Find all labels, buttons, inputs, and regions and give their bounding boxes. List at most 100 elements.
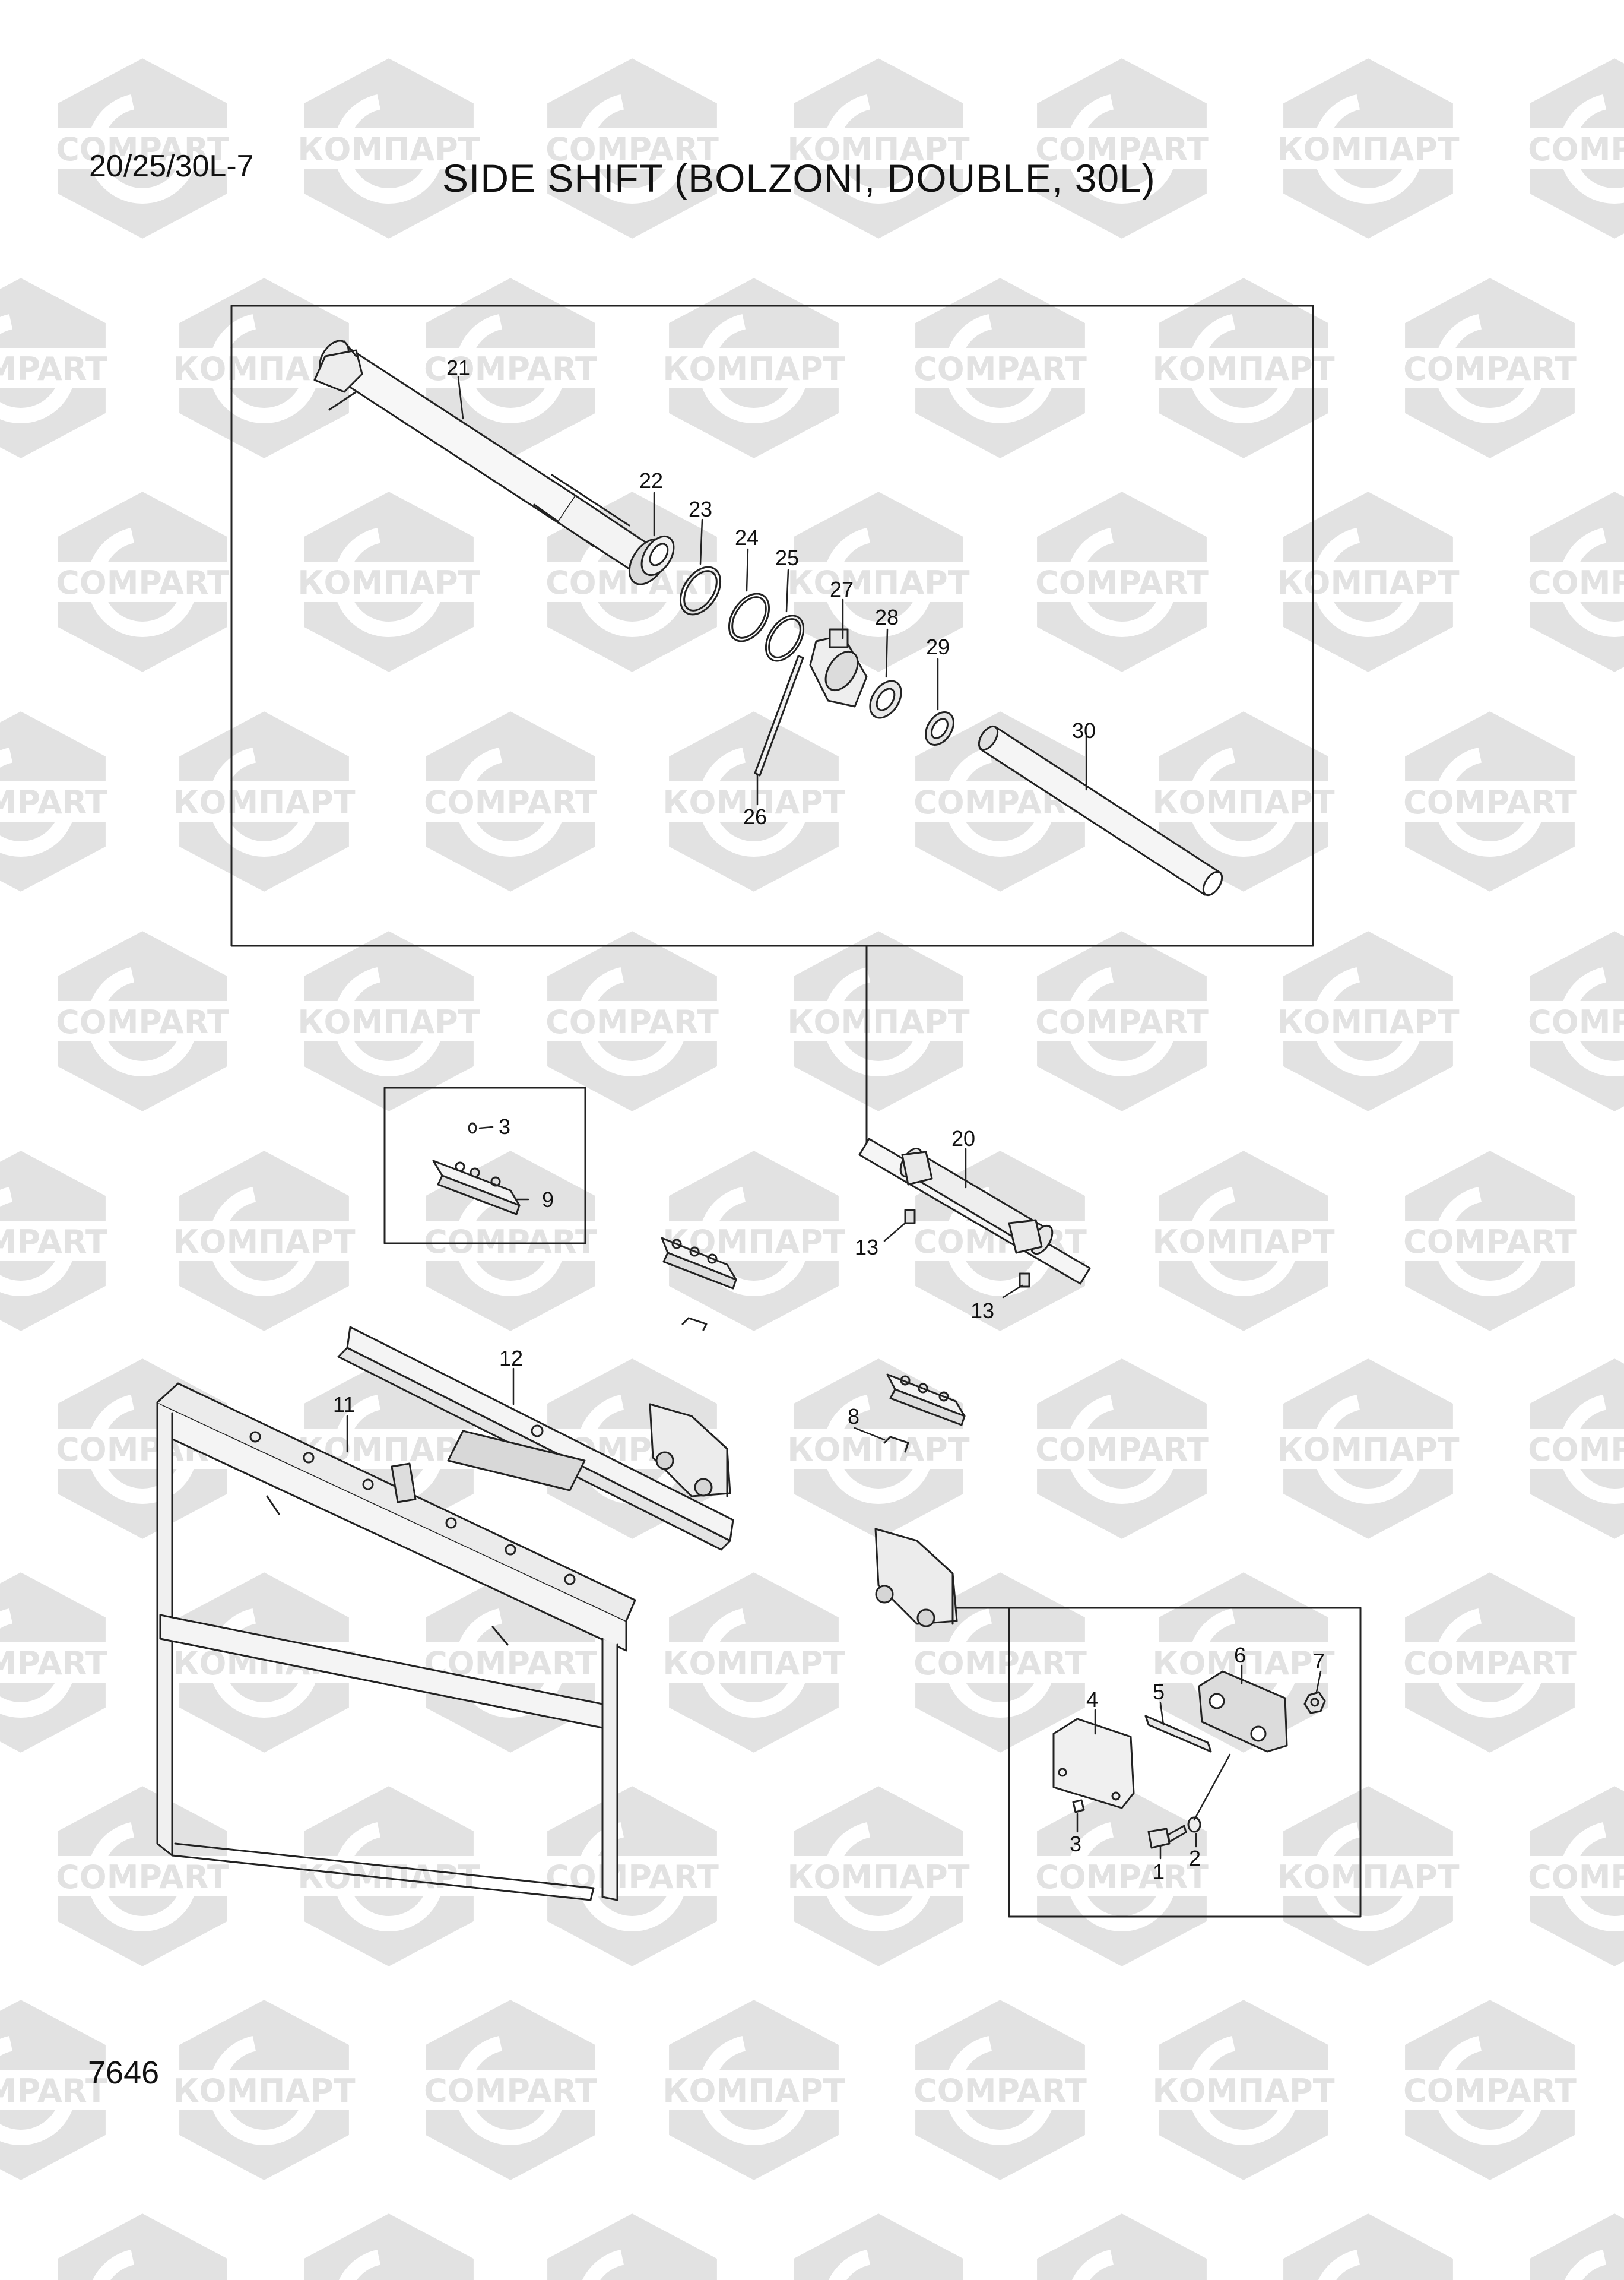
watermark-tile: КОМПАРТ — [297, 1786, 480, 1966]
watermark-text: КОМПАРТ — [1277, 564, 1459, 601]
page-title: SIDE SHIFT (BOLZONI, DOUBLE, 30L) — [442, 156, 1156, 200]
watermark-tile: COMPART — [0, 711, 110, 892]
watermark-text: КОМПАРТ — [787, 131, 969, 168]
watermark-tile: КОМПАРТ — [1152, 1151, 1335, 1331]
watermark-text: COMPART — [424, 350, 597, 388]
watermark-text: КОМПАРТ — [297, 1858, 480, 1896]
cylinder-detail-frame — [230, 305, 1314, 947]
callout-27: 27 — [830, 577, 854, 601]
callout-3-upper: 3 — [499, 1114, 510, 1139]
watermark-text: КОМПАРТ — [1152, 350, 1334, 388]
watermark-text: COMPART — [1403, 784, 1577, 821]
watermark-tile: COMPART — [0, 1572, 110, 1753]
callout-24: 24 — [735, 525, 759, 550]
watermark-text: КОМПАРТ — [1152, 2072, 1334, 2110]
watermark-tile: КОМПАРТ — [662, 1572, 845, 1753]
watermark-tile: COMPART — [911, 2000, 1089, 2180]
watermark-text: COMPART — [0, 1645, 107, 1682]
watermark-text: COMPART — [914, 2072, 1087, 2110]
clip-8 — [883, 1436, 909, 1453]
piston-head-22 — [628, 536, 675, 585]
callout-22: 22 — [639, 468, 663, 493]
watermark-text: КОМПАРТ — [297, 1003, 480, 1041]
callout-11: 11 — [333, 1392, 355, 1417]
watermark-text: COMPART — [1035, 131, 1209, 168]
bushing-28-inner — [876, 688, 896, 711]
callout-7: 7 — [1313, 1649, 1325, 1673]
watermark-text: COMPART — [1528, 564, 1624, 601]
watermark-text: КОМПАРТ — [297, 131, 480, 168]
watermark-tile: COMPART — [1033, 1358, 1211, 1539]
watermark-tile: COMPART — [1525, 931, 1624, 1112]
watermark-tile: COMPART — [543, 58, 721, 239]
callout-21: 21 — [446, 356, 470, 380]
watermark-tile: КОМПАРТ — [1277, 1358, 1460, 1539]
o-ring-23-inner — [683, 570, 718, 612]
watermark-tile: КОМПАРТ — [787, 492, 970, 672]
watermark-text: КОМПАРТ — [1152, 1645, 1334, 1682]
watermark-text: КОМПАРТ — [173, 784, 355, 821]
watermark-text: COMPART — [1528, 131, 1624, 168]
pad-detail-frame — [1008, 1607, 1362, 1918]
backup-ring-24 — [728, 593, 770, 642]
lower-bearing-left — [649, 1403, 731, 1497]
pad-plate-4 — [1052, 1718, 1135, 1809]
upper-bearing-right — [886, 1373, 966, 1426]
watermark-text: COMPART — [545, 1003, 719, 1041]
watermark-text: COMPART — [545, 1858, 719, 1896]
callout-28: 28 — [875, 605, 899, 629]
watermark-text: КОМПАРТ — [173, 2072, 355, 2110]
watermark-tile: КОМПАРТ — [662, 711, 845, 892]
clip-upper — [681, 1317, 708, 1331]
watermark-tile: КОМПАРТ — [794, 2214, 963, 2280]
watermark-text: COMPART — [1403, 1223, 1577, 1261]
callout-5: 5 — [1153, 1680, 1165, 1704]
cylinder-tube-21 — [313, 340, 648, 570]
watermark-tile: COMPART — [53, 1786, 231, 1966]
watermark-text: КОМПАРТ — [1277, 131, 1459, 168]
watermark-tile: COMPART — [543, 931, 721, 1112]
watermark-text: COMPART — [1035, 564, 1209, 601]
watermark-text: COMPART — [0, 350, 107, 388]
watermark-text: КОМПАРТ — [1152, 1223, 1334, 1261]
watermark-tile: КОМПАРТ — [173, 2000, 356, 2180]
callout-12: 12 — [499, 1346, 523, 1370]
watermark-tile: COMPART — [0, 278, 110, 458]
watermark-tile: COMPART — [1401, 2000, 1579, 2180]
watermark-tile: COMPART — [421, 1151, 600, 1331]
shim-5 — [1144, 1715, 1212, 1753]
o-ring-25-inner — [768, 618, 801, 658]
watermark-tile: КОМПАРТ — [297, 931, 480, 1112]
watermark-text: COMPART — [1035, 1858, 1209, 1896]
watermark-tile: COMPART — [0, 2000, 110, 2180]
watermark-text: COMPART — [1403, 350, 1577, 388]
watermark-tile: COMPART — [547, 2214, 717, 2280]
watermark-tile: COMPART — [53, 492, 231, 672]
watermark-tile: КОМПАРТ — [173, 711, 356, 892]
watermark-tile: COMPART — [53, 58, 231, 239]
watermark-text: КОМПАРТ — [662, 784, 845, 821]
watermark-text: COMPART — [0, 784, 107, 821]
watermark-text: COMPART — [0, 1223, 107, 1261]
watermark-text: КОМПАРТ — [1152, 784, 1334, 821]
watermark-tile: COMPART — [1525, 492, 1624, 672]
watermark-text: COMPART — [1528, 1003, 1624, 1041]
callout-26: 26 — [743, 805, 767, 829]
watermark-tile: КОМПАРТ — [787, 58, 970, 239]
o-ring-23 — [679, 566, 722, 616]
watermark-tile: COMPART — [1525, 58, 1624, 239]
watermark-text: COMPART — [545, 131, 719, 168]
watermark-text: КОМПАРТ — [662, 350, 845, 388]
callout-13-right: 13 — [970, 1299, 994, 1323]
watermark-text: КОМПАРТ — [1277, 1003, 1459, 1041]
watermark-tile: КОМПАРТ — [787, 1786, 970, 1966]
pin-26 — [754, 655, 804, 777]
watermark-tile: КОМПАРТ — [1152, 2000, 1335, 2180]
watermark-text: КОМПАРТ — [787, 1858, 969, 1896]
watermark-tile: КОМПАРТ — [1283, 2214, 1453, 2280]
page-number: 7646 — [88, 2055, 160, 2091]
callout-29: 29 — [926, 635, 950, 659]
watermark-text: КОМПАРТ — [662, 2072, 845, 2110]
nut-7 — [1303, 1691, 1326, 1714]
